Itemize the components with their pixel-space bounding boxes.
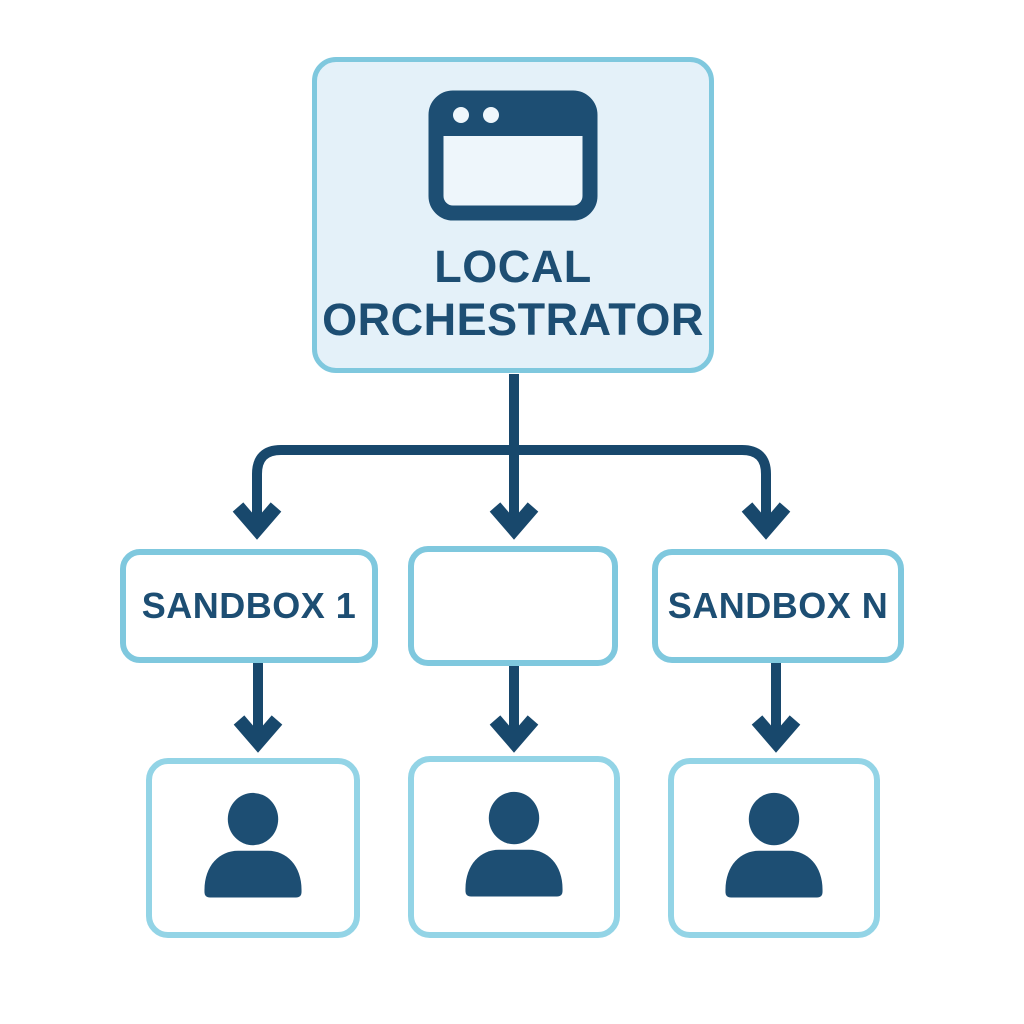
arrow-down-icon <box>232 502 282 540</box>
sandbox-1-label: SANDBOX 1 <box>141 585 357 626</box>
arrow-down-icon <box>741 502 791 540</box>
arrow-down-icon <box>751 715 801 753</box>
agent-2-node <box>408 756 620 938</box>
user-icon <box>465 791 563 897</box>
agent-3-node <box>668 758 880 938</box>
sandbox-1-node: SANDBOX 1 <box>120 549 378 663</box>
orchestrator-node: LOCAL ORCHESTRATOR <box>312 57 714 373</box>
arrow-down-icon <box>489 715 539 753</box>
user-icon <box>725 792 823 898</box>
browser-window-icon <box>428 90 598 221</box>
sandbox-n-node: SANDBOX N <box>652 549 904 663</box>
user-icon <box>204 792 302 898</box>
orchestrator-label-line1: LOCAL <box>434 241 592 292</box>
agent-1-node <box>146 758 360 938</box>
arrow-down-icon <box>233 715 283 753</box>
orchestrator-label: LOCAL ORCHESTRATOR <box>322 241 704 346</box>
orchestrator-label-line2: ORCHESTRATOR <box>322 293 704 345</box>
sandbox-ellipsis-node <box>408 546 618 666</box>
sandbox-n-label: SANDBOX N <box>667 585 889 626</box>
connector-branch-rail <box>252 445 771 529</box>
arrow-down-icon <box>489 502 539 540</box>
